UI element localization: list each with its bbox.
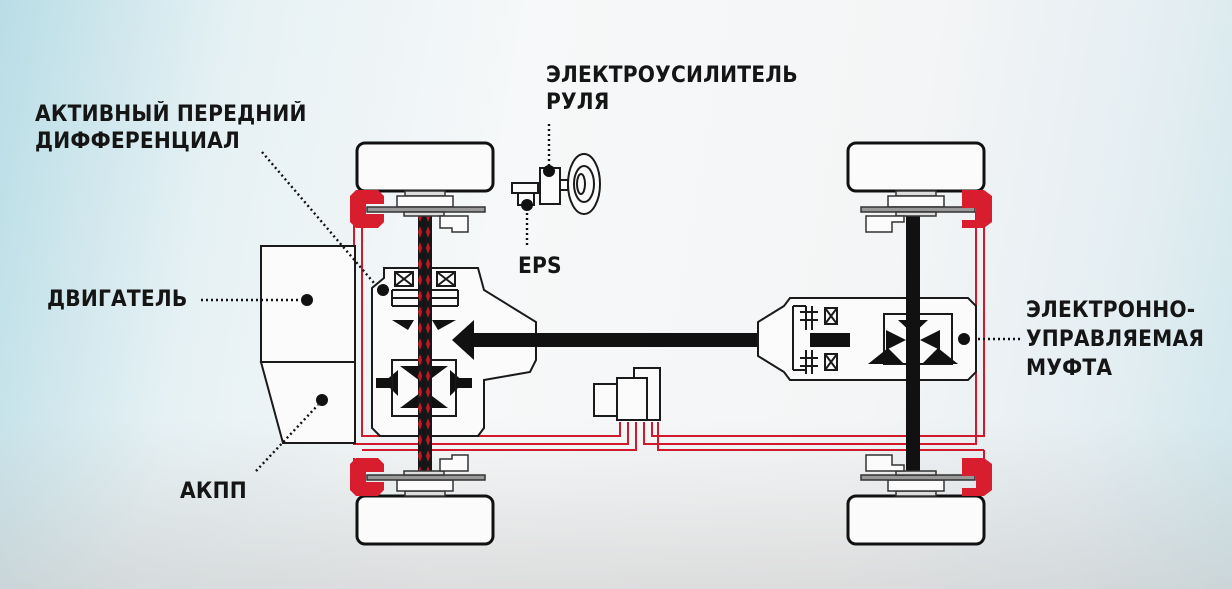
coupling-dot: [958, 333, 970, 345]
label-front-diff-line1: АКТИВНЫЙ ПЕРЕДНИЙ: [35, 102, 307, 127]
rear-input-shaft: [810, 333, 850, 347]
front-left-tire: [355, 141, 495, 193]
rear-left-wheel-assembly: [846, 141, 992, 233]
front-right-wheel-assembly: [350, 454, 495, 546]
front-right-sensor: [439, 454, 469, 472]
steering-wheel-inner: [576, 173, 586, 195]
rear-clutch-pack: [792, 305, 838, 374]
label-transmission: АКПП: [180, 479, 247, 504]
shaft-arrow-front: [452, 320, 474, 360]
rear-coupling: [757, 297, 977, 381]
front-left-caliper: [350, 190, 384, 228]
leader-front-diff: [261, 151, 381, 291]
front-side-shaft-left: [376, 378, 392, 388]
leader-lines: [201, 124, 1022, 472]
label-steering-line1: ЭЛЕКТРОУСИЛИТЕЛЬ: [546, 63, 798, 88]
steering-column-small: [511, 182, 539, 194]
rear-right-tire: [846, 494, 986, 546]
front-left-sensor: [439, 215, 469, 233]
rear-left-caliper: [962, 190, 992, 228]
label-electronic-coupling: ЭЛЕКТРОННО- УПРАВЛЯЕМАЯ МУФТА: [1026, 296, 1204, 383]
steering-link: [559, 179, 569, 191]
steering-dot: [543, 165, 555, 177]
label-active-front-differential: АКТИВНЫЙ ПЕРЕДНИЙ ДИФФЕРЕНЦИАЛ: [35, 101, 307, 155]
label-coupling-line1: ЭЛЕКТРОННО-: [1026, 298, 1196, 323]
wire-left-inner: [361, 212, 621, 437]
label-coupling-line2: УПРАВЛЯЕМАЯ: [1026, 327, 1205, 352]
steering-assembly: [511, 153, 601, 215]
label-electric-power-steering: ЭЛЕКТРОУСИЛИТЕЛЬ РУЛЯ: [546, 62, 798, 116]
wire-right-outer: [651, 212, 985, 437]
eps-dot: [521, 199, 533, 211]
label-engine: ДВИГАТЕЛЬ: [47, 287, 188, 312]
rear-coupling-housing: [757, 297, 977, 381]
front-side-shaft-right: [456, 378, 472, 388]
engine-block: [259, 245, 356, 444]
rear-right-caliper: [962, 458, 992, 496]
front-diff-housing: [371, 267, 537, 437]
front-left-wheel-assembly: [350, 141, 495, 233]
label-coupling-line3: МУФТА: [1026, 356, 1113, 381]
rear-axle: [906, 200, 920, 496]
front-diff-cage: [391, 359, 457, 417]
front-axle: [418, 200, 432, 496]
label-front-diff-line2: ДИФФЕРЕНЦИАЛ: [35, 129, 240, 154]
transmission-shape: [259, 361, 356, 444]
front-diff-dot: [377, 284, 389, 296]
rear-right-sensor: [865, 454, 905, 472]
wire-right-bottom: [657, 422, 985, 478]
front-right-caliper: [350, 458, 384, 496]
rear-left-tire: [846, 141, 986, 193]
transmission-dot: [316, 394, 328, 406]
front-clutch-pack: [391, 271, 459, 307]
engine-dot: [301, 294, 313, 306]
wire-left-bottom: [362, 422, 637, 451]
control-unit: [593, 367, 661, 421]
label-eps: EPS: [518, 254, 562, 279]
rear-left-sensor: [865, 215, 905, 233]
label-steering-line2: РУЛЯ: [546, 90, 610, 115]
front-right-tire: [355, 494, 495, 546]
leader-transmission: [255, 404, 319, 472]
front-differential: [371, 267, 537, 437]
rear-right-wheel-assembly: [846, 454, 992, 546]
